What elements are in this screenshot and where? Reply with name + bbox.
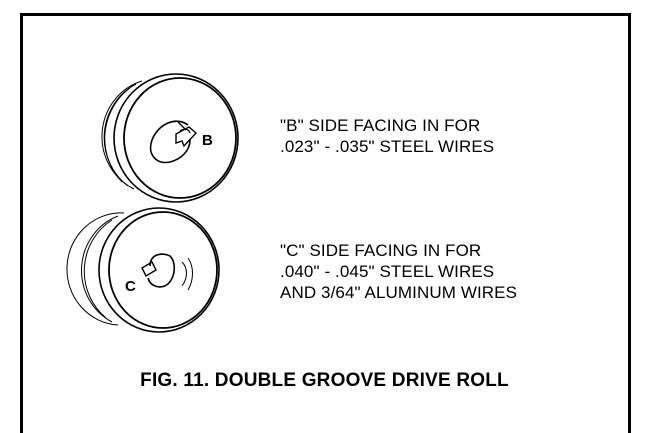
figure-caption: FIG. 11. DOUBLE GROOVE DRIVE ROLL [140,370,509,391]
roll-b-description-line: "B" SIDE FACING IN FOR [280,116,481,135]
roll-b-description: "B" SIDE FACING IN FOR .023" - .035" STE… [280,115,494,157]
figure-frame [20,13,631,433]
roll-c-description-line: .040" - .045" STEEL WIRES [280,262,495,281]
side-letter-c: C [125,278,136,295]
roll-b-description-line: .023" - .035" STEEL WIRES [280,137,495,156]
roll-c-description-line: AND 3/64" ALUMINUM WIRES [280,283,518,302]
drive-roll-illustrations: B C [66,73,239,333]
roll-c-description: "C" SIDE FACING IN FOR .040" - .045" STE… [280,240,517,303]
drive-roll-c: C [66,207,220,333]
side-letter-b: B [202,132,213,149]
drive-roll-b: B [101,73,239,203]
roll-c-description-line: "C" SIDE FACING IN FOR [280,241,482,260]
